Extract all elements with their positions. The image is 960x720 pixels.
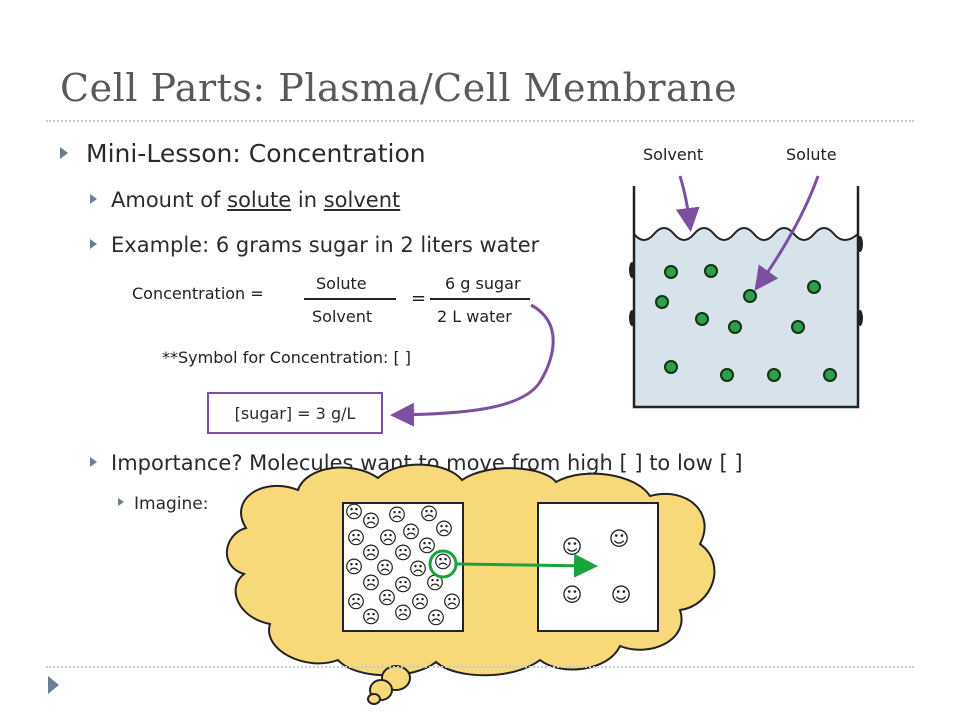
frown-face-icon: ☹ bbox=[362, 511, 381, 532]
solute-word: solute bbox=[227, 188, 292, 212]
bullet-icon bbox=[90, 239, 97, 249]
beaker bbox=[629, 175, 863, 409]
equals-sign: = bbox=[411, 288, 427, 309]
water-body bbox=[633, 227, 859, 408]
solvent-pointer-arrow bbox=[675, 175, 700, 232]
frown-face-icon: ☹ bbox=[388, 505, 407, 526]
bullet-icon bbox=[90, 457, 97, 467]
footer-divider bbox=[46, 666, 914, 668]
frown-face-icon: ☹ bbox=[418, 536, 437, 557]
frown-face-icon: ☹ bbox=[427, 608, 446, 629]
solute-particles bbox=[655, 264, 837, 382]
solute-particle bbox=[791, 320, 805, 334]
thought-cloud: ☹ ☹ ☹ ☹ ☹ ☹ ☹ ☹ ☹ ☹ ☹ ☹ ☹ ☹ ☹ ☹ ☹ ☹ ☹ ☹ … bbox=[226, 463, 716, 705]
frown-face-icon: ☹ bbox=[435, 519, 454, 540]
spacious-box bbox=[537, 502, 659, 632]
concentration-symbol-note: **Symbol for Concentration: [ ] bbox=[162, 348, 412, 367]
solute-particle bbox=[655, 295, 669, 309]
frown-face-icon: ☹ bbox=[394, 603, 413, 624]
solute-particle bbox=[704, 264, 718, 278]
beaker-label-solvent: Solvent bbox=[643, 145, 704, 164]
slide-title: Cell Parts: Plasma/Cell Membrane bbox=[60, 66, 738, 110]
frown-face-icon: ☹ bbox=[347, 592, 366, 613]
solute-particle bbox=[728, 320, 742, 334]
frown-face-icon: ☹ bbox=[434, 552, 453, 573]
sub-bullet-text: Amount of bbox=[111, 188, 228, 212]
fraction-bar bbox=[304, 298, 396, 300]
bullet-icon bbox=[118, 498, 124, 506]
frown-face-icon: ☹ bbox=[362, 543, 381, 564]
result-arrow bbox=[390, 303, 555, 427]
beaker-label-solute: Solute bbox=[786, 145, 837, 164]
bullet-icon bbox=[90, 194, 97, 204]
beaker-wall bbox=[632, 186, 860, 409]
bullet-icon bbox=[60, 147, 68, 159]
solute-particle bbox=[743, 289, 757, 303]
frown-face-icon: ☹ bbox=[345, 502, 364, 523]
fraction-numerator-sugar: 6 g sugar bbox=[445, 274, 521, 293]
frown-face-icon: ☹ bbox=[426, 573, 445, 594]
smile-face-icon: ☺ bbox=[562, 583, 583, 607]
frown-face-icon: ☹ bbox=[378, 588, 397, 609]
bullet-example: Example: 6 grams sugar in 2 liters water bbox=[90, 233, 539, 257]
title-divider bbox=[46, 120, 914, 122]
frown-face-icon: ☹ bbox=[347, 528, 366, 549]
slide-nav-icon[interactable] bbox=[48, 676, 59, 694]
fraction-numerator-solute: Solute bbox=[316, 274, 367, 293]
fraction-bar bbox=[430, 298, 530, 300]
frown-face-icon: ☹ bbox=[420, 504, 439, 525]
frown-face-icon: ☹ bbox=[379, 528, 398, 549]
water-edge-mark bbox=[857, 236, 863, 252]
frown-face-icon: ☹ bbox=[411, 592, 430, 613]
crowded-faces: ☹ ☹ ☹ ☹ ☹ ☹ ☹ ☹ ☹ ☹ ☹ ☹ ☹ ☹ ☹ ☹ ☹ ☹ ☹ ☹ … bbox=[345, 502, 462, 629]
frown-face-icon: ☹ bbox=[362, 607, 381, 628]
fraction-denominator-solvent: Solvent bbox=[312, 307, 373, 326]
sub-bullet-text: Example: 6 grams sugar in 2 liters water bbox=[111, 233, 540, 257]
solvent-word: solvent bbox=[323, 188, 401, 212]
solute-particle bbox=[695, 312, 709, 326]
result-text: [sugar] = 3 g/L bbox=[234, 403, 356, 423]
solute-particle bbox=[664, 360, 678, 374]
solute-particle bbox=[823, 368, 837, 382]
frown-face-icon: ☹ bbox=[409, 559, 428, 580]
frown-face-icon: ☹ bbox=[376, 558, 395, 579]
equation-lhs: Concentration = bbox=[132, 284, 264, 303]
sub-bullet-text: Imagine: bbox=[134, 494, 209, 514]
frown-face-icon: ☹ bbox=[394, 543, 413, 564]
bullet-imagine: Imagine: bbox=[118, 494, 208, 514]
solute-particle bbox=[720, 368, 734, 382]
sub-bullet-text: in bbox=[291, 188, 324, 212]
frown-face-icon: ☹ bbox=[402, 522, 421, 543]
smile-face-icon: ☺ bbox=[609, 527, 630, 551]
smile-face-icon: ☺ bbox=[611, 583, 632, 607]
spacious-faces: ☺ ☺ ☺ ☺ bbox=[562, 527, 632, 607]
frown-face-icon: ☹ bbox=[362, 573, 381, 594]
bullet-mini-lesson: Mini-Lesson: Concentration bbox=[60, 139, 426, 168]
water-edge-mark bbox=[857, 310, 863, 326]
water-edge-mark bbox=[629, 262, 635, 278]
frown-face-icon: ☹ bbox=[345, 557, 364, 578]
solute-particle bbox=[767, 368, 781, 382]
solute-particle bbox=[664, 265, 678, 279]
crowded-box bbox=[342, 502, 464, 632]
bullet-amount: Amount of solute in solvent bbox=[90, 188, 400, 212]
bullet-text: Mini-Lesson: Concentration bbox=[86, 139, 426, 168]
highlight-circle bbox=[428, 549, 458, 579]
solute-particle bbox=[807, 280, 821, 294]
sugar-concentration-result: [sugar] = 3 g/L bbox=[207, 392, 383, 434]
fraction-denominator-water: 2 L water bbox=[437, 307, 512, 326]
frown-face-icon: ☹ bbox=[443, 592, 462, 613]
water-edge-mark bbox=[629, 310, 635, 326]
smile-face-icon: ☺ bbox=[562, 535, 583, 559]
solute-pointer-arrow bbox=[754, 175, 820, 291]
frown-face-icon: ☹ bbox=[394, 575, 413, 596]
cloud-bubble bbox=[367, 693, 381, 705]
movement-arrow bbox=[456, 553, 598, 578]
